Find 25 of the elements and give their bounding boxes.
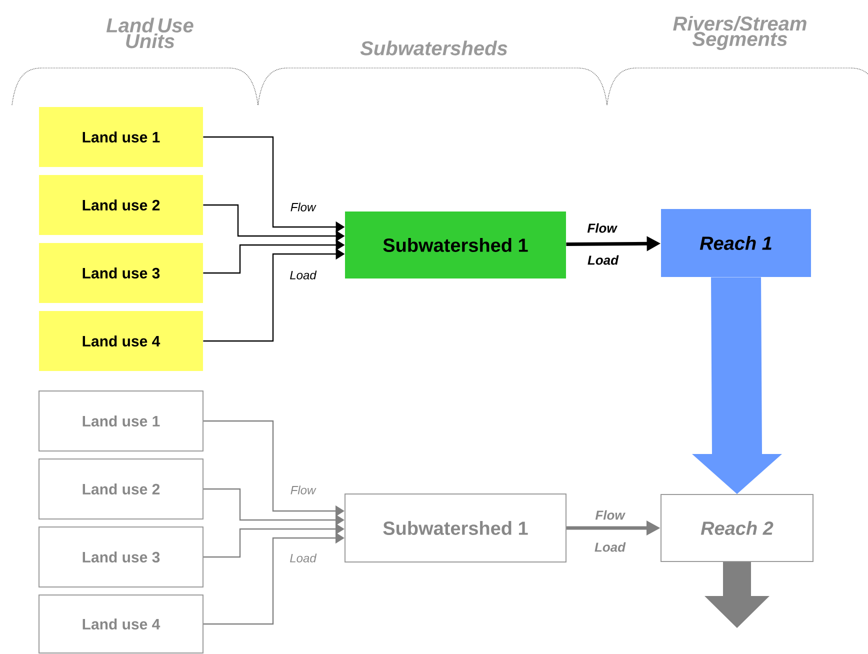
process-box: Land use 1 [38, 390, 204, 452]
process-box: Subwatershed 1 [344, 494, 566, 562]
process-box: Land use 4 [39, 311, 203, 371]
flow-label: Load [588, 255, 619, 265]
process-box: Land use 2 [39, 175, 203, 235]
flow-label: Flow [290, 486, 316, 494]
flow-label: Load [290, 554, 317, 562]
column-heading: Subwatersheds [360, 40, 508, 56]
block-arrow [692, 277, 782, 494]
flow-label: Flow [290, 202, 316, 212]
process-box: Land use 4 [38, 594, 204, 654]
process-box: Reach 1 [661, 209, 811, 277]
block-arrow [704, 562, 770, 628]
column-heading: Rivers/Stream Segments [673, 16, 806, 50]
flow-label: Flow [587, 223, 618, 233]
flow-label: Flow [595, 510, 626, 520]
column-heading: Land Use Units [106, 18, 194, 48]
process-box: Land use 3 [38, 526, 204, 588]
flow-label: Load [290, 270, 317, 280]
process-box: Land use 3 [39, 243, 203, 303]
process-box: Land use 1 [39, 107, 203, 167]
flow-label: Load [594, 542, 626, 552]
process-box: Land use 2 [38, 458, 204, 520]
process-box: Reach 2 [660, 494, 814, 562]
process-box: Subwatershed 1 [345, 212, 566, 278]
